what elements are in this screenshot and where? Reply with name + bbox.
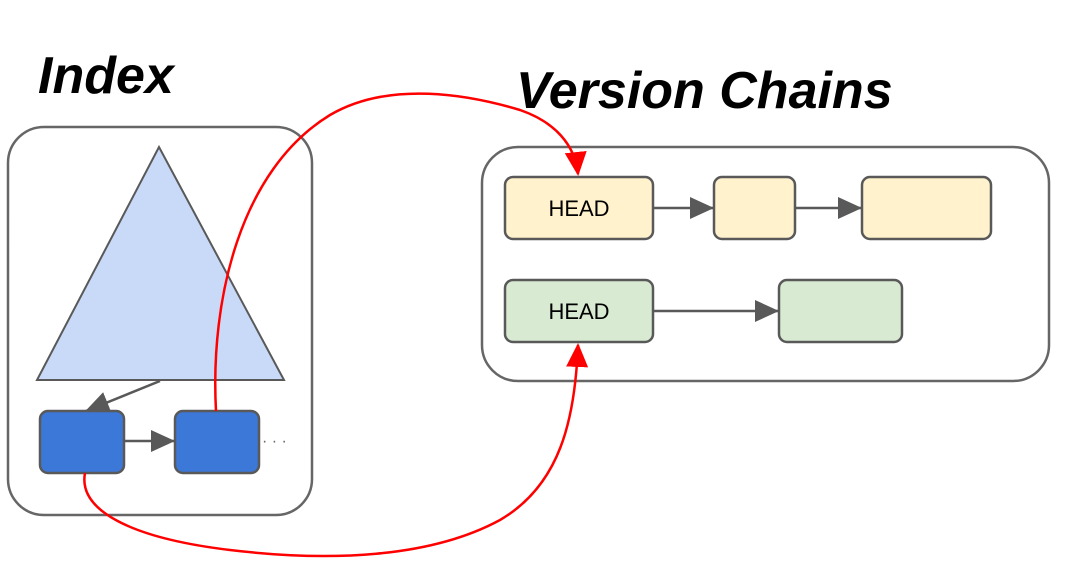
index-title: Index — [38, 47, 176, 105]
yellow-head-label: HEAD — [548, 196, 609, 221]
green-version — [777, 278, 904, 344]
leaf-to-yellow-head-pointer — [214, 92, 587, 412]
version-chains-title: Version Chains — [516, 62, 893, 120]
yellow-version — [712, 175, 797, 241]
index-leaf-node — [38, 409, 126, 475]
leaf-continuation-dots: · · · — [262, 433, 287, 450]
index-leaf-node — [173, 409, 261, 475]
green-head-label: HEAD — [548, 299, 609, 324]
tree-to-leaf-arrow — [85, 379, 161, 413]
yellow-version — [860, 175, 993, 241]
index-tree-triangle — [35, 144, 286, 381]
leaf-to-green-head-pointer — [83, 343, 589, 558]
